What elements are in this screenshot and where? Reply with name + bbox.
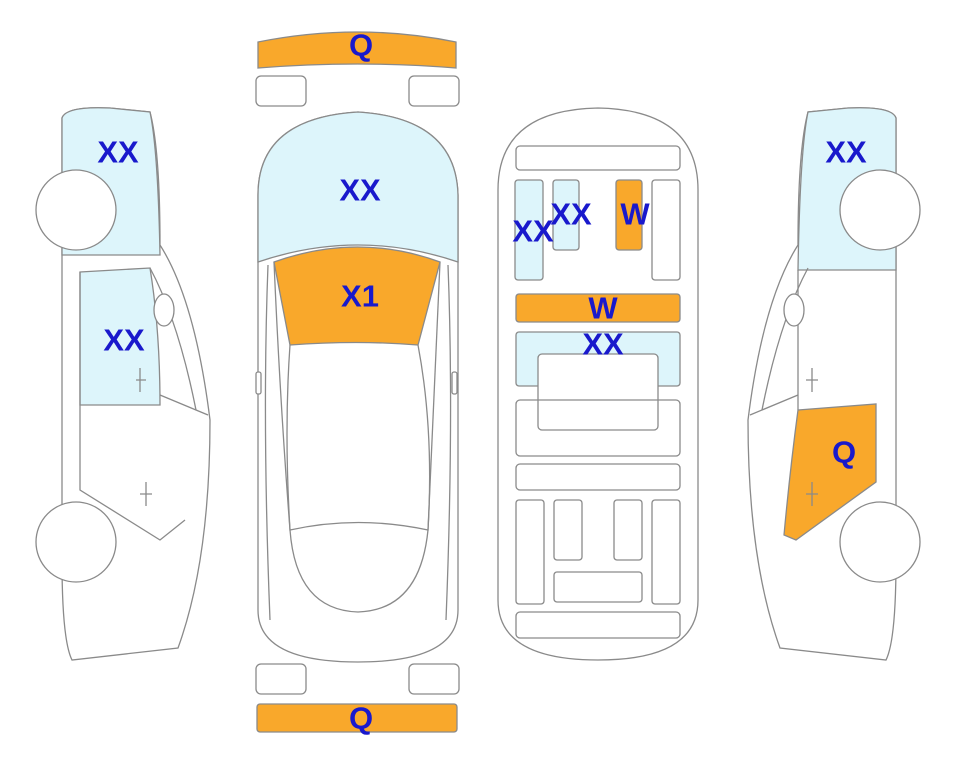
- right-handle-rear: [806, 482, 818, 506]
- interior-left-panel-a[interactable]: [514, 179, 544, 281]
- rear-window: [289, 529, 429, 613]
- windshield-label: X1: [341, 279, 379, 314]
- interior-center-box: [537, 353, 659, 431]
- front-bumper-group: Q: [255, 28, 460, 107]
- right-rear-door-label: Q: [832, 435, 856, 470]
- right-window-line: [749, 394, 799, 416]
- interior-rear-bar: [515, 463, 681, 491]
- hood-label: XX: [339, 173, 381, 208]
- interior-rear-left: [515, 499, 545, 605]
- right-mirror-side: [783, 293, 805, 327]
- interior-left-a-label: XX: [512, 214, 554, 249]
- interior-mid-frame: [515, 399, 681, 457]
- roof-outline: [286, 344, 431, 531]
- left-side-view: XX XX: [35, 107, 211, 661]
- interior-panel-label: XX: [582, 327, 624, 362]
- left-pillar: [273, 261, 291, 531]
- interior-rear-slot-b: [613, 499, 643, 561]
- front-bumper-label: Q: [349, 28, 373, 63]
- left-window-line: [159, 394, 209, 416]
- interior-right-damage[interactable]: [615, 179, 643, 251]
- front-headlight-left: [255, 75, 307, 107]
- interior-crossbar[interactable]: [515, 293, 681, 323]
- left-a-pillar: [149, 267, 197, 411]
- front-headlight-right: [408, 75, 460, 107]
- right-mirror: [451, 371, 458, 395]
- rear-bumper[interactable]: [256, 703, 458, 733]
- interior-right-label: W: [620, 197, 650, 232]
- rear-bumper-group: Q: [255, 663, 460, 736]
- interior-rear-small: [553, 571, 643, 603]
- left-front-wheel: [35, 169, 117, 251]
- front-bumper[interactable]: [257, 31, 457, 69]
- left-mirror-side: [153, 293, 175, 327]
- right-pillar: [427, 261, 441, 531]
- interior-left-panel-b[interactable]: [552, 179, 580, 251]
- interior-rear-slot-a: [553, 499, 583, 561]
- right-rear-door-panel[interactable]: [783, 403, 877, 541]
- right-rear-wheel: [839, 501, 921, 583]
- rear-light-left: [255, 663, 307, 695]
- right-side-view: XX Q: [747, 107, 921, 661]
- rear-light-right: [408, 663, 460, 695]
- right-fender-label: XX: [825, 135, 867, 170]
- top-view-car: XX X1: [255, 111, 459, 663]
- left-rear-wheel: [35, 501, 117, 583]
- interior-dashboard: [515, 145, 681, 171]
- right-front-wheel: [839, 169, 921, 251]
- left-mirror: [255, 371, 262, 395]
- hood-panel[interactable]: [257, 111, 459, 263]
- right-handle-front: [806, 368, 818, 392]
- left-side-line: [264, 264, 271, 621]
- rear-bumper-label: Q: [349, 701, 373, 736]
- interior-view: XX XX W W XX: [497, 107, 699, 661]
- left-door-outline: [79, 272, 186, 541]
- left-handle-rear: [140, 482, 152, 506]
- left-front-door-label: XX: [103, 323, 145, 358]
- interior-rear-right: [651, 499, 681, 605]
- left-handle-front: [136, 368, 146, 392]
- interior-left-b-label: XX: [550, 197, 592, 232]
- left-fender-label: XX: [97, 135, 139, 170]
- interior-crossbar-label: W: [588, 291, 618, 326]
- right-side-line: [445, 264, 452, 621]
- right-a-pillar: [761, 267, 809, 411]
- interior-right-panel: [651, 179, 681, 281]
- interior-trunk: [515, 611, 681, 639]
